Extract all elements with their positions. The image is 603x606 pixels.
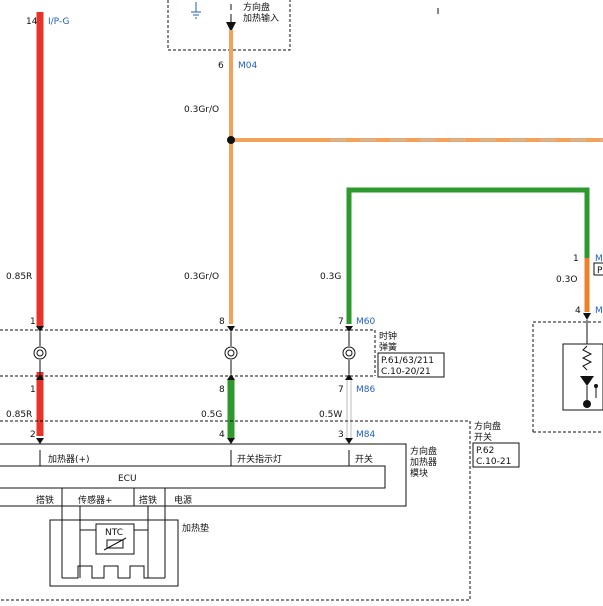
- red-pin-below: 1: [30, 385, 36, 395]
- module-bottom-power: 电源: [174, 494, 192, 506]
- clock-spring-ref-line2: C.10-20/21: [381, 367, 431, 377]
- green-pin-below: 7: [338, 385, 344, 395]
- module-pin-switch: 开关: [355, 453, 373, 465]
- switch-box: 方向盘 开关 P.62 C.10-21: [0, 420, 520, 601]
- right-wire-label: 0.3O: [556, 275, 577, 285]
- module-label-line3: 模块: [410, 467, 428, 479]
- orange-conn-top: M04: [238, 61, 257, 71]
- ground-symbol-icon: [191, 2, 201, 19]
- red-wire-label-lower: 0.85R: [6, 410, 32, 420]
- spring-coil-icon: [224, 332, 238, 374]
- resistor-icon: [581, 345, 593, 371]
- orange-wire-label-bottom: 0.3Gr/O: [184, 272, 219, 282]
- led-icon: [580, 376, 594, 386]
- red-wire: 14 I/P-G 0.85R 1 1 0.85R 2: [6, 12, 69, 440]
- clock-spring-label-line1: 时钟: [379, 330, 397, 342]
- green-conn-module: M84: [356, 430, 375, 440]
- orange-pin-module: 4: [219, 430, 225, 440]
- switch-ref-line2: C.10-21: [476, 457, 511, 467]
- module-bottom-sensor: 传感器+: [78, 494, 113, 506]
- ecu-label: ECU: [118, 474, 137, 484]
- red-wire-label: 0.85R: [6, 272, 32, 282]
- module-pin-heater: 加热器(+): [48, 453, 90, 465]
- ntc-label: NTC: [105, 528, 123, 538]
- heating-element-icon: [62, 565, 165, 579]
- clock-spring: 时钟 弹簧 P.61/63/211 C.10-20/21: [0, 326, 445, 380]
- orange-wire-label-top: 0.3Gr/O: [184, 105, 219, 115]
- right-pin-top: 1: [573, 254, 579, 264]
- module-bottom-ground-2: 搭铁: [139, 494, 157, 506]
- right-wire: 1 M P 0.3O 4 M: [532, 254, 603, 433]
- green-conn-below: M86: [356, 385, 375, 395]
- top-box-label-line1: 方向盘: [243, 1, 270, 13]
- red-pin-module: 2: [30, 430, 36, 440]
- lower-wires: 8 0.5G 4 7 M86 0.5W 3 M84: [201, 380, 375, 440]
- down-arrow-icon: [226, 22, 236, 32]
- splice-dot: [227, 136, 235, 144]
- switch-label-line2: 开关: [474, 431, 492, 443]
- green-pin-mid: 7: [338, 317, 344, 327]
- red-conn-top: I/P-G: [48, 17, 69, 27]
- module-label-line1: 方向盘: [410, 445, 437, 457]
- switch-ref-line1: P.62: [476, 446, 494, 456]
- heater-pad: 加热垫 NTC: [49, 506, 209, 587]
- green-wire-label: 0.3G: [320, 272, 341, 282]
- right-conn-bottom: M: [595, 306, 603, 316]
- clock-spring-ref-line1: P.61/63/211: [381, 356, 434, 366]
- orange-wire: 6 M04 0.3Gr/O 0.3Gr/O 8: [184, 30, 603, 327]
- orange-pin-below: 8: [219, 385, 225, 395]
- orange-pin-top: 6: [218, 61, 224, 71]
- clock-spring-label-line2: 弹簧: [379, 341, 397, 353]
- module-pin-indicator: 开关指示灯: [237, 453, 282, 465]
- top-input-box: 方向盘 加热输入: [167, 0, 291, 51]
- orange-pin-mid: 8: [219, 317, 225, 327]
- green-conn-mid: M60: [356, 317, 375, 327]
- switch-contact-icon: [594, 384, 598, 388]
- red-pin-top: 14: [26, 17, 38, 27]
- ntc-box: [95, 523, 135, 555]
- right-conn-top: M: [595, 254, 603, 264]
- module-bottom-ground-1: 搭铁: [36, 494, 54, 506]
- heater-module: 加热器(+) 开关指示灯 开关 ECU 方向盘 加热器 模块 搭铁 传感器+ 搭…: [0, 438, 437, 507]
- green-wire-label-lower: 0.5W: [319, 410, 342, 420]
- heater-pad-label: 加热垫: [182, 522, 209, 534]
- spring-coil-icon: [342, 332, 356, 374]
- spring-coil-icon: [33, 332, 47, 374]
- right-pin-bottom: 4: [575, 306, 581, 316]
- switch-label-line1: 方向盘: [474, 420, 501, 432]
- top-box-label-line2: 加热输入: [243, 12, 279, 24]
- green-wire: 0.3G 7 M60: [320, 187, 590, 327]
- module-label-line2: 加热器: [410, 456, 437, 468]
- right-ref: P: [597, 266, 603, 276]
- orange-wire-label-lower: 0.5G: [201, 410, 222, 420]
- red-pin-mid: 1: [30, 317, 36, 327]
- green-pin-module: 3: [338, 430, 344, 440]
